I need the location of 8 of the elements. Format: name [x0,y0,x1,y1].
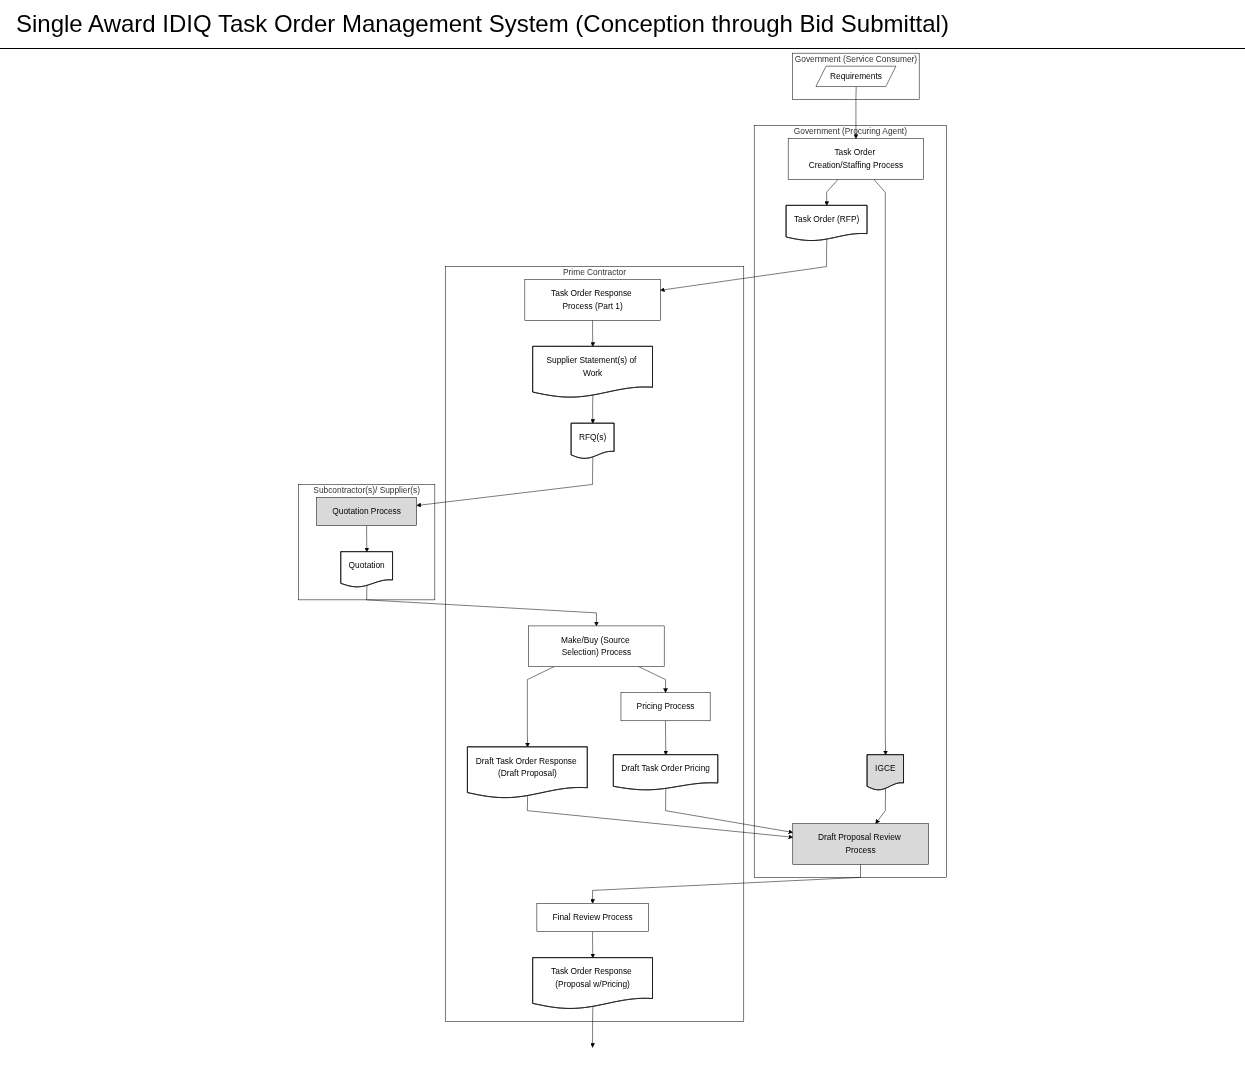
node-box: Task Order Response Process (Part 1) [524,279,661,321]
diagram-title: Single Award IDIQ Task Order Management System (Conception through Bid Submittal) [0,0,1245,49]
node-box: Pricing Process [620,692,711,722]
node-box: Task Order Creation/Staffing Process [787,138,924,180]
node-box: Final Review Process [536,903,649,932]
node-box: Draft Proposal Review Process [792,823,929,865]
node-box: Quotation Process [316,497,417,526]
node-box: Make/Buy (Source Selection) Process [528,625,665,667]
